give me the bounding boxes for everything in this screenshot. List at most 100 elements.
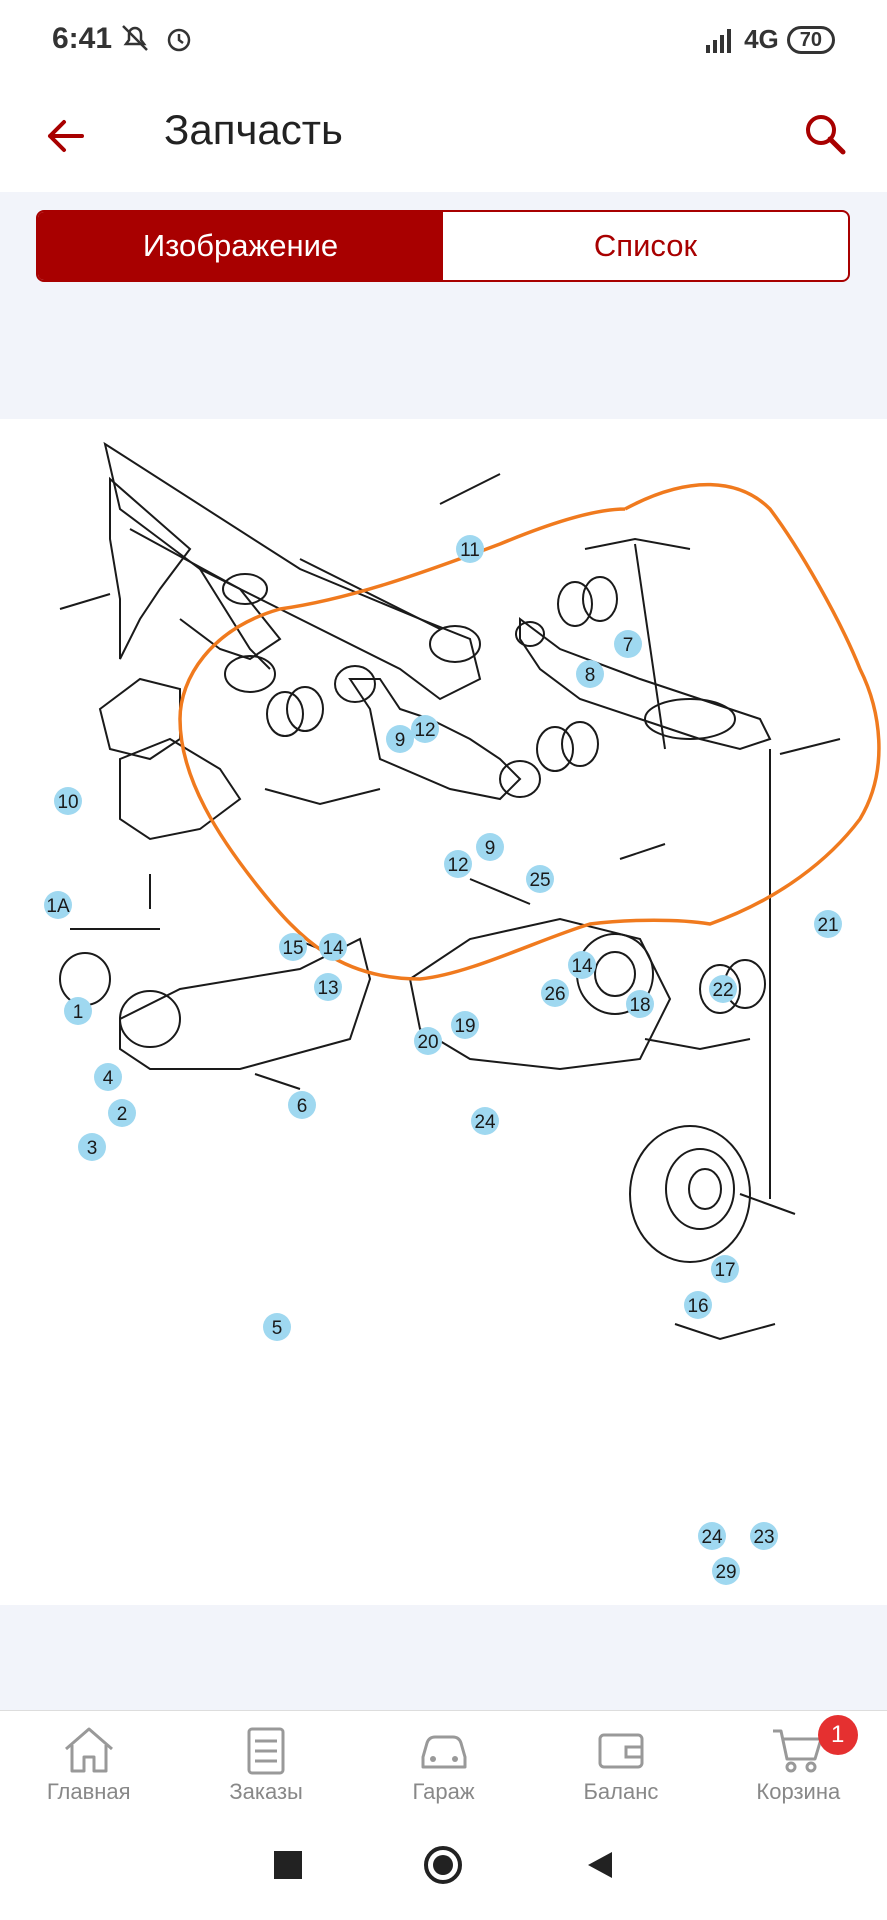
home-icon — [64, 1727, 113, 1773]
svg-text:21: 21 — [817, 915, 838, 936]
callout: 16 — [684, 1291, 712, 1319]
parts-diagram-svg: 11 7 8 9 12 12 9 25 10 1A 15 14 13 14 26… — [44, 441, 881, 1585]
svg-text:6: 6 — [297, 1096, 308, 1117]
back-system-button[interactable] — [584, 1850, 614, 1885]
svg-text:5: 5 — [272, 1318, 283, 1339]
nav-orders-label: Заказы — [229, 1779, 303, 1804]
svg-text:20: 20 — [417, 1032, 438, 1053]
svg-text:4: 4 — [103, 1068, 114, 1089]
alarm-icon — [167, 28, 191, 52]
svg-text:1: 1 — [73, 1002, 84, 1023]
callout: 24 — [698, 1522, 726, 1550]
footer-spacer — [0, 1605, 887, 1710]
svg-text:22: 22 — [712, 980, 733, 1001]
callout: 10 — [54, 787, 82, 815]
network-type: 4G — [744, 24, 779, 54]
wallet-icon — [598, 1733, 644, 1769]
search-button[interactable] — [797, 106, 853, 162]
callout: 17 — [711, 1255, 739, 1283]
callout: 21 — [814, 910, 842, 938]
callout: 24 — [471, 1107, 499, 1135]
svg-text:26: 26 — [544, 984, 565, 1005]
svg-text:11: 11 — [460, 540, 480, 561]
app-bar: Запчасть — [0, 80, 887, 192]
car-icon — [421, 1735, 467, 1769]
square-icon — [273, 1850, 302, 1879]
svg-text:8: 8 — [585, 665, 596, 686]
orders-icon — [247, 1727, 285, 1775]
callout: 26 — [541, 979, 569, 1007]
callout: 20 — [414, 1027, 442, 1055]
callout: 13 — [314, 973, 342, 1001]
callout: 9 — [386, 725, 414, 753]
status-time: 6:41 — [52, 22, 113, 55]
svg-text:13: 13 — [317, 978, 338, 999]
svg-text:29: 29 — [715, 1562, 736, 1583]
nav-balance-label: Баланс — [583, 1779, 659, 1804]
svg-text:2: 2 — [117, 1104, 128, 1125]
svg-text:10: 10 — [57, 792, 78, 813]
nav-orders[interactable]: Заказы — [177, 1711, 354, 1814]
nav-garage[interactable]: Гараж — [355, 1711, 532, 1814]
callout: 22 — [709, 975, 737, 1003]
svg-text:17: 17 — [714, 1260, 735, 1281]
callout: 29 — [712, 1557, 740, 1585]
view-toggle: Изображение Список — [36, 210, 850, 282]
cart-badge: 1 — [817, 1715, 858, 1755]
callout: 25 — [526, 865, 554, 893]
callout-labels: 11 7 8 9 12 12 9 25 10 1A 15 14 13 14 26… — [44, 535, 842, 1585]
recents-button[interactable] — [273, 1850, 302, 1884]
svg-text:15: 15 — [282, 938, 303, 959]
callout: 11 — [456, 535, 484, 563]
svg-text:24: 24 — [474, 1112, 496, 1133]
svg-text:16: 16 — [687, 1296, 708, 1317]
callout: 18 — [626, 990, 654, 1018]
parts-diagram[interactable]: 11 7 8 9 12 12 9 25 10 1A 15 14 13 14 26… — [0, 419, 887, 1605]
callout: 1 — [64, 997, 92, 1025]
callout: 3 — [78, 1133, 106, 1161]
nav-home-label: Главная — [46, 1779, 131, 1804]
nav-balance[interactable]: Баланс — [532, 1711, 709, 1814]
battery-level: 70 — [786, 25, 835, 54]
callout: 12 — [411, 715, 439, 743]
nav-cart[interactable]: Корзина 1 — [710, 1711, 887, 1814]
callout: 14 — [568, 951, 596, 979]
nav-garage-label: Гараж — [412, 1779, 475, 1804]
bottom-nav: Главная Заказы Гараж Баланс Корзина 1 — [0, 1710, 887, 1814]
svg-text:14: 14 — [571, 956, 593, 977]
page-title: Запчасть — [164, 106, 343, 153]
svg-text:9: 9 — [485, 838, 496, 859]
system-nav — [0, 1814, 887, 1920]
cart-icon — [773, 1729, 823, 1773]
circle-icon — [423, 1845, 462, 1884]
search-icon — [806, 115, 846, 155]
triangle-left-icon — [587, 1851, 612, 1878]
mute-icon — [122, 25, 148, 51]
svg-text:1A: 1A — [46, 896, 70, 917]
tab-list[interactable]: Список — [593, 228, 698, 263]
svg-text:12: 12 — [414, 720, 435, 741]
svg-text:24: 24 — [701, 1527, 723, 1548]
svg-text:19: 19 — [454, 1016, 475, 1037]
callout: 12 — [444, 850, 472, 878]
status-bar: 6:41 4G 70 — [0, 0, 887, 80]
tab-image[interactable]: Изображение — [38, 212, 443, 280]
svg-text:14: 14 — [322, 938, 344, 959]
arrow-left-icon — [48, 120, 84, 152]
home-system-button[interactable] — [422, 1844, 464, 1891]
svg-text:3: 3 — [87, 1138, 98, 1159]
signal-icon — [706, 28, 732, 53]
callout: 14 — [319, 933, 347, 961]
callout: 9 — [476, 833, 504, 861]
back-button[interactable] — [38, 108, 94, 164]
callout: 7 — [614, 630, 642, 658]
callout: 8 — [576, 660, 604, 688]
nav-home[interactable]: Главная — [0, 1711, 177, 1814]
callout: 2 — [108, 1099, 136, 1127]
callout: 5 — [263, 1313, 291, 1341]
callout: 23 — [750, 1522, 778, 1550]
callout: 15 — [279, 933, 307, 961]
svg-text:18: 18 — [629, 995, 650, 1016]
callout: 1A — [44, 891, 72, 919]
svg-text:25: 25 — [529, 870, 550, 891]
